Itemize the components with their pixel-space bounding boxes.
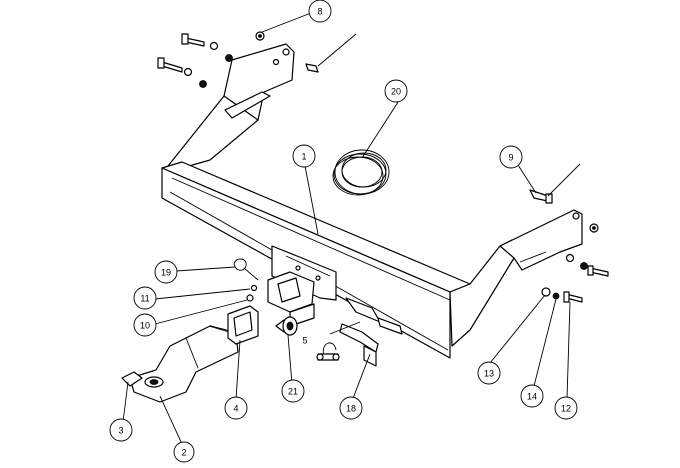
callout-label-21: 21	[288, 387, 298, 397]
callout-3: 3	[109, 418, 133, 442]
bolt-set-right	[541, 287, 583, 303]
callout-18: 18	[339, 396, 363, 420]
callout-label-14: 14	[527, 392, 537, 402]
callout-label-10: 10	[140, 321, 150, 331]
callout-label-3: 3	[118, 426, 123, 436]
callout-label-18: 18	[346, 404, 356, 414]
callout-13: 13	[477, 361, 501, 385]
callout-label-11: 11	[140, 294, 149, 304]
callout-11: 11	[133, 286, 157, 310]
receiver-cover	[227, 305, 259, 345]
mounting-bolts-left	[157, 31, 357, 88]
callout-label-20: 20	[391, 87, 401, 97]
callout-21: 21	[281, 379, 305, 403]
callout-12: 12	[554, 396, 578, 420]
callout-label-8: 8	[317, 7, 322, 17]
callout-8: 8	[308, 0, 332, 23]
callout-2: 2	[173, 441, 195, 463]
callout-19: 19	[154, 260, 178, 284]
tow-bar-crossmember	[161, 43, 583, 359]
callout-label-19: 19	[161, 268, 171, 278]
wire-coil	[332, 149, 390, 196]
callout-label-12: 12	[561, 404, 571, 414]
callout-5: 5	[302, 336, 307, 346]
leader-lines	[122, 12, 571, 445]
callout-10: 10	[133, 313, 157, 337]
callout-label-1: 1	[301, 152, 306, 162]
callout-14: 14	[520, 384, 544, 408]
callout-label-13: 13	[484, 369, 494, 379]
right-bolt-with-wire	[529, 163, 609, 277]
callout-label-4: 4	[233, 404, 238, 414]
shackle-and-socket	[316, 323, 379, 367]
callout-label-9: 9	[508, 153, 513, 163]
callout-9: 9	[499, 145, 523, 169]
ball-mount-drawbar	[121, 325, 239, 403]
hitch-pin-and-clip	[233, 258, 298, 336]
callout-label-5: 5	[302, 336, 307, 346]
callout-1: 1	[292, 144, 316, 168]
callout-4: 4	[224, 396, 248, 420]
callout-label-2: 2	[181, 448, 186, 458]
callout-20: 20	[384, 79, 408, 103]
